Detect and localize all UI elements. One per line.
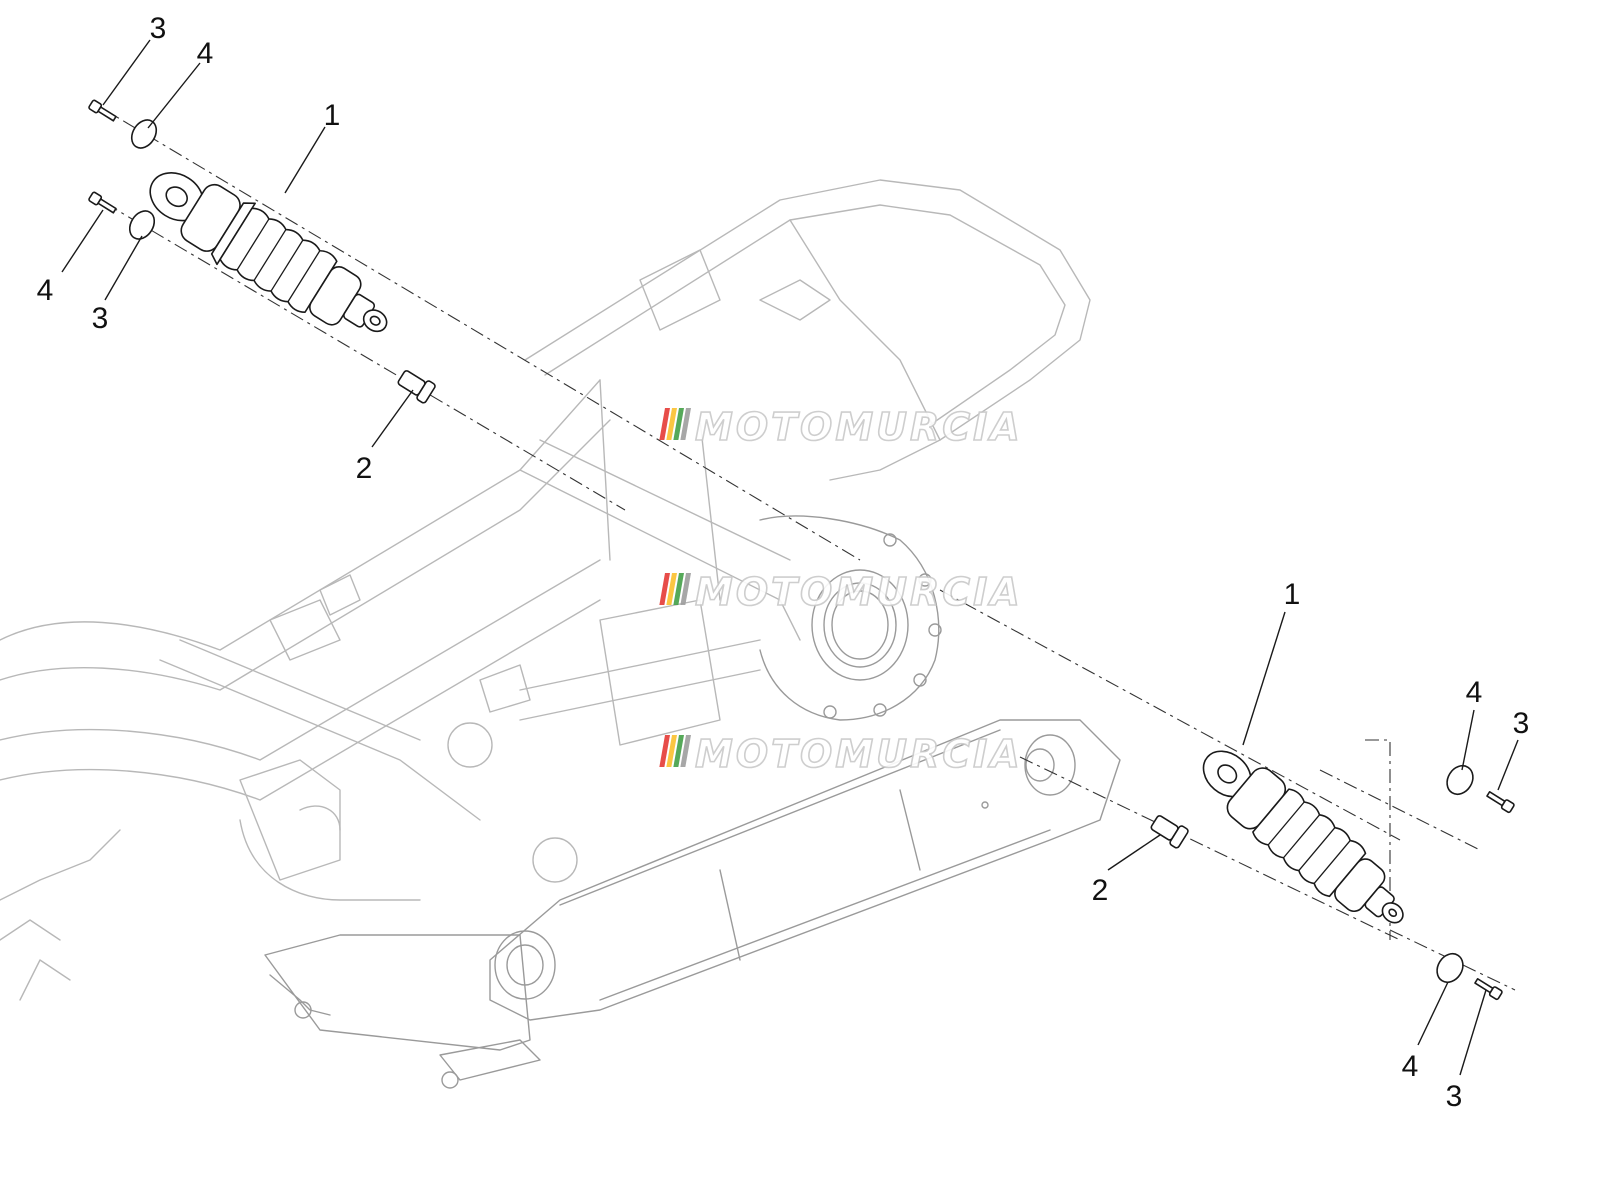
screw-part-3 <box>88 99 117 122</box>
watermark-stripe <box>659 573 670 605</box>
callout-label: 3 <box>150 12 167 45</box>
watermark-stripe <box>659 735 670 767</box>
callout-label: 4 <box>37 274 54 307</box>
watermark-stripe <box>673 573 684 605</box>
spacer-part-2 <box>397 370 436 404</box>
spacer-part-2-lower <box>1150 815 1189 849</box>
fasteners <box>88 99 1515 1001</box>
shock-absorber-lower <box>1202 750 1404 924</box>
screw-part-3-bottom <box>1474 978 1503 1001</box>
callout-label: 3 <box>1446 1080 1463 1113</box>
lower-mount-bracket <box>264 934 541 1089</box>
washer-part-4-right <box>1446 764 1474 796</box>
callout-label: 4 <box>1466 676 1483 709</box>
watermark-logo: MOTOMURCIA <box>659 404 1023 450</box>
callout-label: 4 <box>197 37 214 70</box>
watermark-stripe <box>673 408 684 440</box>
watermark-stripe <box>680 573 691 605</box>
callout-labels: 3 4 1 4 3 2 1 4 3 2 4 3 <box>37 12 1530 1113</box>
screw-part-4 <box>88 191 117 214</box>
watermark-stripe <box>666 408 677 440</box>
screw-part-3-right <box>1486 791 1515 814</box>
callout-label: 1 <box>1284 578 1301 611</box>
watermark-logo: MOTOMURCIA <box>659 731 1023 777</box>
motorcycle-frame <box>0 179 1091 1001</box>
watermark-stripe <box>666 735 677 767</box>
washer-part-4-bottom <box>1436 952 1464 984</box>
watermark-group: MOTOMURCIA MOTOMURCIA MOTOMURCIA <box>659 404 1023 777</box>
watermark-logo: MOTOMURCIA <box>659 569 1023 615</box>
watermark-stripe <box>680 735 691 767</box>
callout-label: 3 <box>92 302 109 335</box>
swingarm <box>489 719 1121 1021</box>
washer-part-4 <box>130 119 158 149</box>
final-drive-hub <box>759 515 942 721</box>
callout-label: 3 <box>1513 707 1530 740</box>
watermark-text: MOTOMURCIA <box>695 405 1023 449</box>
callout-label: 4 <box>1402 1050 1419 1083</box>
watermark-stripe <box>666 573 677 605</box>
watermark-stripe <box>673 735 684 767</box>
callout-label: 1 <box>324 99 341 132</box>
watermark-text: MOTOMURCIA <box>695 732 1023 776</box>
watermark-text: MOTOMURCIA <box>695 570 1023 614</box>
assembly-axes <box>99 106 1516 991</box>
shock-absorber-upper <box>149 172 388 333</box>
callout-label: 2 <box>1092 874 1109 907</box>
washer-part-3 <box>128 210 156 240</box>
watermark-stripe <box>680 408 691 440</box>
callout-label: 2 <box>356 452 373 485</box>
watermark-stripe <box>659 408 670 440</box>
leader-lines <box>61 39 1519 1076</box>
